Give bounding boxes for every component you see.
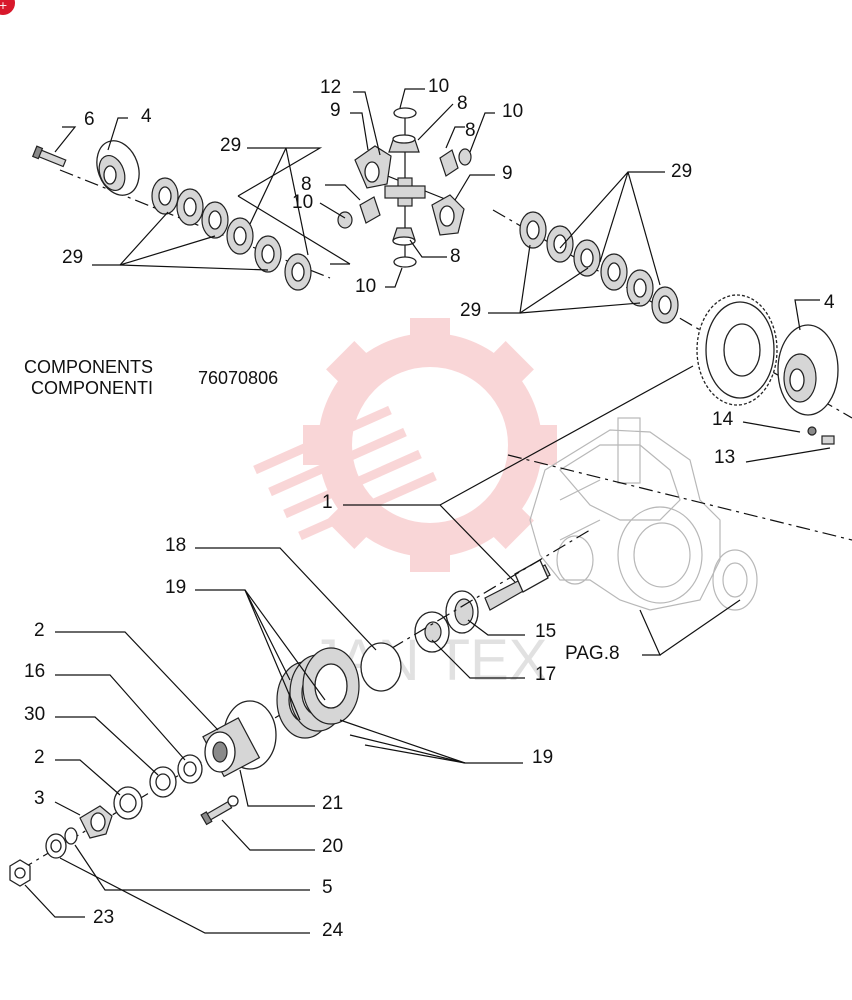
friction-discs-29-right xyxy=(519,211,679,324)
diff-housing-4 xyxy=(96,140,140,196)
friction-discs-29-left xyxy=(151,177,312,291)
crown-wheel xyxy=(696,294,778,406)
o-ring-18 xyxy=(360,642,402,692)
callout-19-left: 19 xyxy=(165,577,186,598)
washer-10-top xyxy=(393,107,417,119)
washer-10-bottom xyxy=(393,256,417,268)
end-cover-ring xyxy=(712,549,758,611)
planet-gear-8-left xyxy=(359,196,381,224)
hub-2 xyxy=(202,700,277,778)
housing-axis xyxy=(507,454,852,541)
callout-18: 18 xyxy=(165,535,186,556)
callout-8-left: 8 xyxy=(301,174,312,195)
callout-8-top: 8 xyxy=(457,93,468,114)
pinion-1 xyxy=(484,559,551,611)
left-friction-pack xyxy=(31,140,331,291)
callout-29-top-left: 29 xyxy=(220,135,241,156)
callout-2-upper: 2 xyxy=(34,620,45,641)
callout-3: 3 xyxy=(34,788,45,809)
callout-1: 1 xyxy=(322,492,333,513)
callout-10-bottom: 10 xyxy=(355,276,376,297)
clutch-discs-19 xyxy=(276,647,360,739)
callout-13: 13 xyxy=(714,447,735,468)
callout-8-bottom: 8 xyxy=(450,246,461,267)
washer-21 xyxy=(227,795,239,807)
callout-2-lower: 2 xyxy=(34,747,45,768)
axle-housing xyxy=(529,417,721,611)
bolt-13-14 xyxy=(807,426,835,445)
planet-gear-8-bottom xyxy=(392,227,416,246)
callout-29-bottom-left: 29 xyxy=(62,247,83,268)
ring-16 xyxy=(177,754,203,784)
callout-17: 17 xyxy=(535,664,556,685)
circlip-5 xyxy=(64,827,78,845)
watermark-logo xyxy=(253,318,557,572)
callout-5: 5 xyxy=(322,877,333,898)
callout-9-right: 9 xyxy=(502,163,513,184)
callout-21: 21 xyxy=(322,793,343,814)
corner-badge: + xyxy=(0,0,15,15)
callout-10-right: 10 xyxy=(502,101,523,122)
washer-10-right xyxy=(458,148,472,166)
washer-24 xyxy=(45,833,67,859)
planet-gear-8-top xyxy=(388,134,420,153)
callout-4-right: 4 xyxy=(824,292,835,313)
callout-10-top: 10 xyxy=(428,76,449,97)
callout-30: 30 xyxy=(24,704,45,725)
part-number: 76070806 xyxy=(198,368,278,388)
callout-20: 20 xyxy=(322,836,343,857)
planet-gear-8-right xyxy=(439,149,459,177)
callout-15: 15 xyxy=(535,621,556,642)
flange-3 xyxy=(79,805,113,839)
bearing-15 xyxy=(445,590,479,634)
leader-lines xyxy=(24,88,831,934)
bolt-20 xyxy=(200,800,233,826)
right-friction-pack xyxy=(492,209,852,445)
callout-29-top-right: 29 xyxy=(671,161,692,182)
callout-23: 23 xyxy=(93,907,114,928)
callout-14: 14 xyxy=(712,409,734,430)
bolt-6 xyxy=(31,145,67,168)
page-reference: PAG.8 xyxy=(565,643,620,664)
title-line-it: COMPONENTI xyxy=(31,378,153,398)
callout-12: 12 xyxy=(320,77,341,98)
callout-numbers: 6 4 29 29 12 9 10 8 8 10 9 8 10 8 10 29 … xyxy=(24,76,835,941)
diff-housing-4-right xyxy=(777,324,839,416)
ring-2-small xyxy=(113,786,143,820)
callout-9-top: 9 xyxy=(330,100,341,121)
callout-8-right: 8 xyxy=(465,120,476,141)
differential-spider xyxy=(337,107,472,268)
callout-29-bottom-right: 29 xyxy=(460,300,481,321)
nut-23 xyxy=(9,859,31,887)
callout-24: 24 xyxy=(322,920,344,941)
side-gear-9-right xyxy=(431,194,465,236)
side-gear-9-left xyxy=(354,145,392,189)
callout-4-left: 4 xyxy=(141,106,152,127)
ring-30 xyxy=(149,766,177,798)
bearing-17 xyxy=(414,611,450,653)
callout-19-right: 19 xyxy=(532,747,553,768)
callout-10-left: 10 xyxy=(292,192,313,213)
title-line-en: COMPONENTS xyxy=(24,357,153,377)
callout-16: 16 xyxy=(24,661,45,682)
callout-6: 6 xyxy=(84,109,95,130)
